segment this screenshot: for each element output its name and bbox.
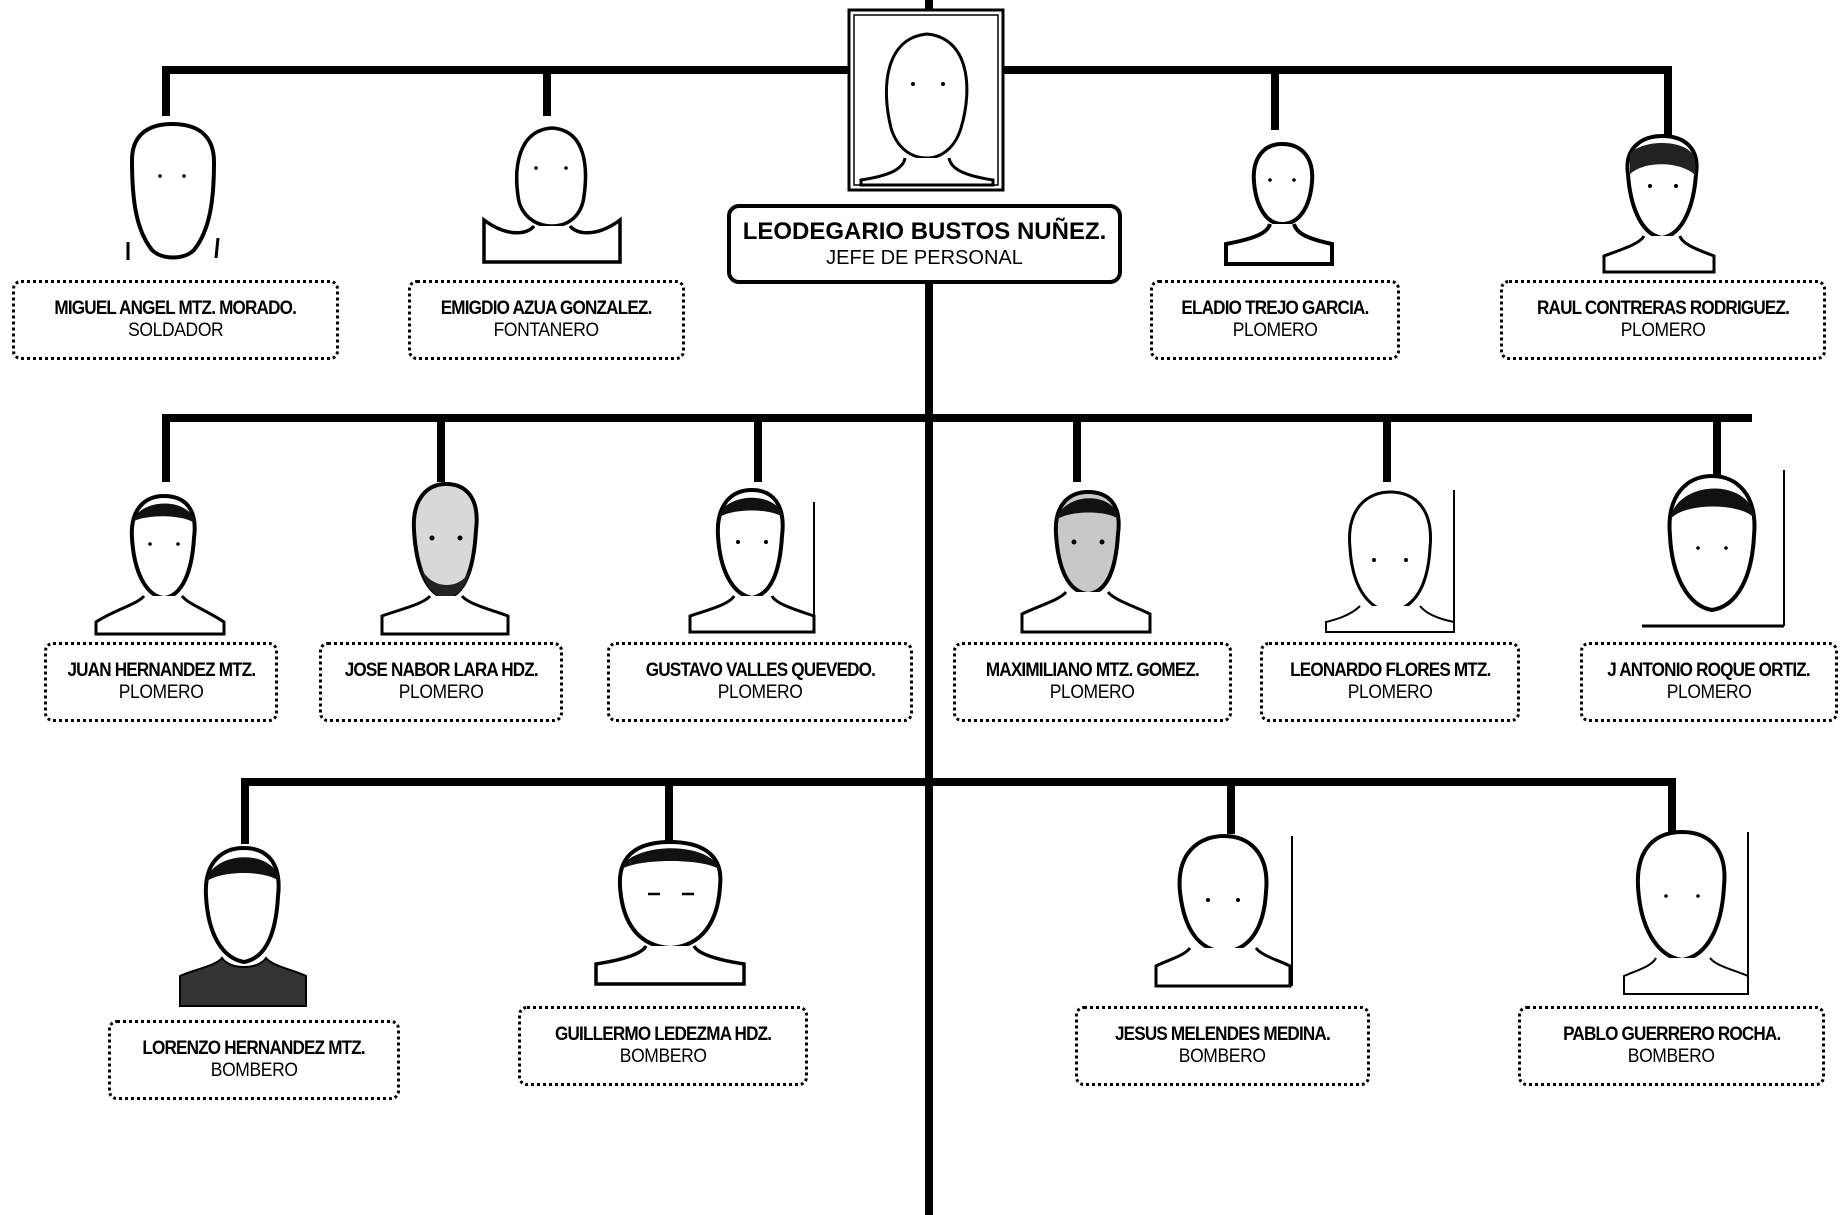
person-role: SOLDADOR	[127, 320, 224, 341]
person-name: LORENZO HERNANDEZ MTZ.	[142, 1038, 366, 1059]
person-role: PLOMERO	[717, 682, 803, 703]
photo-gustavo-valles-quevedo	[688, 487, 816, 634]
label-jesus-melendes-medina: JESUS MELENDES MEDINA. BOMBERO	[1075, 1006, 1370, 1086]
person-name: J ANTONIO ROQUE ORTIZ.	[1607, 660, 1811, 681]
label-eladio-trejo-garcia: ELADIO TREJO GARCIA. PLOMERO	[1150, 280, 1400, 360]
person-role: PLOMERO	[398, 682, 484, 703]
person-role: PLOMERO	[118, 682, 204, 703]
person-role: PLOMERO	[1232, 320, 1318, 341]
chief-photo	[847, 8, 1005, 192]
person-name: EMIGDIO AZUA GONZALEZ.	[441, 298, 653, 319]
photo-maximiliano-mtz-gomez	[1020, 489, 1152, 634]
person-role: PLOMERO	[1347, 682, 1433, 703]
label-jose-nabor-lara-hdz: JOSE NABOR LARA HDZ. PLOMERO	[319, 642, 563, 722]
label-pablo-guerrero-rocha: PABLO GUERRERO ROCHA. BOMBERO	[1518, 1006, 1825, 1086]
photo-eladio-trejo-garcia	[1224, 141, 1334, 266]
chief-name: LEODEGARIO BUSTOS NUÑEZ.	[742, 218, 1107, 245]
photo-jose-nabor-lara-hdz	[380, 481, 510, 636]
person-role: BOMBERO	[619, 1046, 707, 1067]
person-name: PABLO GUERRERO ROCHA.	[1562, 1024, 1781, 1045]
label-juan-hernandez-mtz: JUAN HERNANDEZ MTZ. PLOMERO	[44, 642, 278, 722]
label-j-antonio-roque-ortiz: J ANTONIO ROQUE ORTIZ. PLOMERO	[1580, 642, 1838, 722]
person-role: BOMBERO	[1628, 1046, 1715, 1067]
label-raul-contreras-rodriguez: RAUL CONTRERAS RODRIGUEZ. PLOMERO	[1500, 280, 1826, 360]
person-name: RAUL CONTRERAS RODRIGUEZ.	[1536, 298, 1790, 319]
photo-guillermo-ledezma-hdz	[594, 840, 746, 986]
photo-j-antonio-roque-ortiz	[1642, 470, 1785, 628]
person-name: JOSE NABOR LARA HDZ.	[344, 660, 538, 681]
label-emigdio-azua-gonzalez: EMIGDIO AZUA GONZALEZ. FONTANERO	[408, 280, 685, 360]
label-gustavo-valles-quevedo: GUSTAVO VALLES QUEVEDO. PLOMERO	[607, 642, 913, 722]
label-maximiliano-mtz-gomez: MAXIMILIANO MTZ. GOMEZ. PLOMERO	[953, 642, 1232, 722]
person-name: JESUS MELENDES MEDINA.	[1115, 1024, 1331, 1045]
label-lorenzo-hernandez-mtz: LORENZO HERNANDEZ MTZ. BOMBERO	[108, 1020, 400, 1100]
person-name: LEONARDO FLORES MTZ.	[1289, 660, 1491, 681]
label-leonardo-flores-mtz: LEONARDO FLORES MTZ. PLOMERO	[1260, 642, 1520, 722]
photo-jesus-melendes-medina	[1154, 834, 1293, 988]
person-role: FONTANERO	[493, 320, 600, 341]
photo-lorenzo-hernandez-mtz	[179, 846, 307, 1007]
chief-role: JEFE DE PERSONAL	[826, 247, 1023, 269]
chief-box: LEODEGARIO BUSTOS NUÑEZ. JEFE DE PERSONA…	[727, 204, 1122, 284]
person-role: PLOMERO	[1050, 682, 1135, 703]
photo-emigdio-azua-gonzalez	[482, 126, 622, 264]
person-role: BOMBERO	[210, 1060, 298, 1081]
person-name: JUAN HERNANDEZ MTZ.	[67, 660, 256, 681]
label-guillermo-ledezma-hdz: GUILLERMO LEDEZMA HDZ. BOMBERO	[518, 1006, 808, 1086]
person-name: GUILLERMO LEDEZMA HDZ.	[554, 1024, 772, 1045]
label-miguel-angel-mtz-morado: MIGUEL ANGEL MTZ. MORADO. SOLDADOR	[12, 280, 339, 360]
person-role: BOMBERO	[1179, 1046, 1266, 1067]
photo-raul-contreras-rodriguez	[1602, 134, 1716, 274]
person-name: ELADIO TREJO GARCIA.	[1181, 298, 1369, 319]
photo-leonardo-flores-mtz	[1325, 490, 1455, 633]
person-role: PLOMERO	[1666, 682, 1752, 703]
photo-pablo-guerrero-rocha	[1623, 830, 1749, 995]
person-name: MIGUEL ANGEL MTZ. MORADO.	[54, 298, 297, 319]
photo-miguel-angel-mtz-morado	[126, 121, 220, 260]
person-role: PLOMERO	[1620, 320, 1706, 341]
person-name: GUSTAVO VALLES QUEVEDO.	[645, 660, 875, 681]
photo-juan-hernandez-mtz	[94, 493, 226, 636]
person-name: MAXIMILIANO MTZ. GOMEZ.	[985, 660, 1200, 681]
